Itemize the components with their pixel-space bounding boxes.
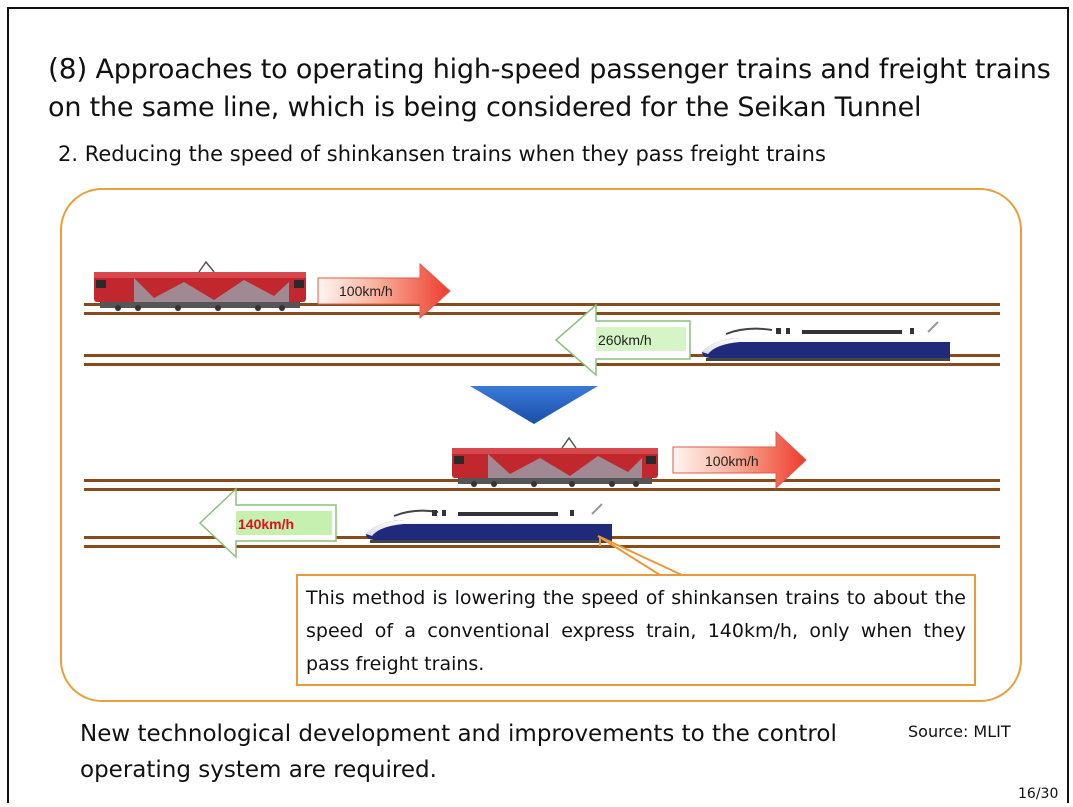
diagram-panel xyxy=(60,188,1022,702)
freight-locomotive-icon xyxy=(94,260,306,311)
freight-speed-arrow-2: 100km/h xyxy=(672,430,807,490)
title-number: (8) xyxy=(48,52,88,85)
freight-speed-label-1: 100km/h xyxy=(339,283,393,299)
shinkansen-train-icon xyxy=(366,503,612,543)
page-number: 16/30 xyxy=(1018,786,1059,802)
freight-speed-label-2: 100km/h xyxy=(705,453,759,469)
shinkansen-train-icon xyxy=(702,321,950,361)
track-lower-1 xyxy=(84,354,1000,366)
down-arrow-icon xyxy=(470,386,598,424)
shinkansen-speed-arrow-2: 140km/h xyxy=(198,487,337,559)
footer-text: New technological development and improv… xyxy=(80,721,837,783)
source-label: Source: MLIT xyxy=(908,722,1011,741)
slide-subtitle: 2. Reducing the speed of shinkansen trai… xyxy=(58,142,826,166)
track-upper-1 xyxy=(84,303,1000,315)
shinkansen-speed-label-1: 260km/h xyxy=(598,332,652,348)
slide-frame xyxy=(7,7,1069,803)
freight-locomotive-icon xyxy=(452,436,658,487)
callout-note: This method is lowering the speed of shi… xyxy=(296,574,976,686)
slide-title-line1: (8) Approaches to operating high-speed p… xyxy=(48,52,1051,85)
shinkansen-speed-label-2: 140km/h xyxy=(238,516,294,532)
shinkansen-speed-arrow-1: 260km/h xyxy=(554,303,691,377)
title-text-line1: Approaches to operating high-speed passe… xyxy=(95,54,1051,85)
freight-speed-arrow-1: 100km/h xyxy=(317,262,451,320)
callout-pointer xyxy=(597,535,683,576)
slide-title-line2: on the same line, which is being conside… xyxy=(48,92,922,123)
